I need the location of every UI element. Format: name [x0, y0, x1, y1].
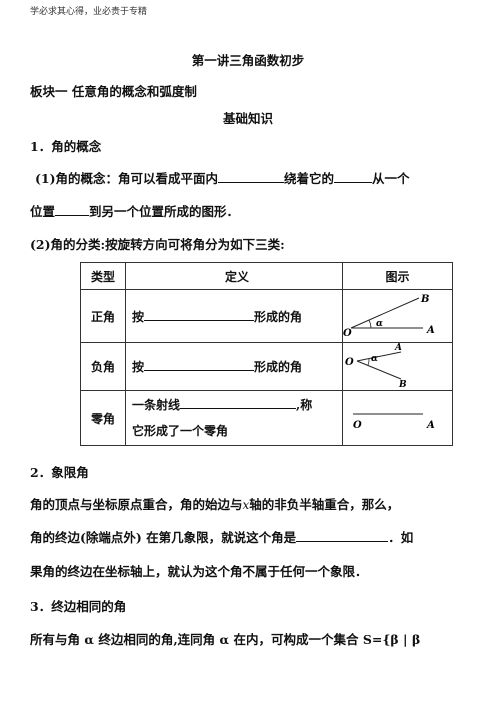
- header-motto: 学必求其心得，业必贵于专精: [30, 7, 148, 17]
- p1-text-c: 从一个: [372, 171, 410, 186]
- positive-angle-figure: O A B α: [342, 289, 453, 343]
- table-row-zero: 零角 一条射线 ,称 它形成了一个零角 O A: [80, 390, 453, 446]
- def-text-b: 形成的角: [254, 309, 303, 324]
- section1-heading: 1．角的概念: [30, 139, 102, 154]
- blank-1: [218, 171, 285, 183]
- zero-angle-diagram: O A: [353, 413, 435, 431]
- blank-quadrant: [296, 530, 389, 542]
- section-subtitle: 基础知识: [222, 111, 273, 126]
- label-A: A: [426, 325, 435, 336]
- p1-text-b: 绕着它的: [284, 171, 335, 186]
- table-row-positive: 正角 按 形成的角 O A B α: [80, 289, 453, 343]
- label-alpha: α: [376, 319, 383, 329]
- quadrant-text-line2: 角的终边(除端点外) 在第几象限，就说这个角是 ．如: [30, 527, 413, 546]
- p1-text-a: (1)角的概念：角可以看成平面内: [35, 171, 219, 186]
- row-definition: 一条射线 ,称 它形成了一个零角: [125, 390, 343, 446]
- blank-2: [334, 171, 373, 183]
- blank-positive: [144, 309, 255, 321]
- section2-heading: 2．象限角: [30, 465, 89, 480]
- negative-angle-figure: O A B α: [342, 342, 453, 391]
- label-B: B: [420, 294, 429, 305]
- module-heading: 板块一 任意角的概念和弧度制: [30, 84, 197, 99]
- label-A: A: [426, 420, 435, 431]
- def-text-a: 按: [132, 309, 145, 324]
- p1-text-d: 位置: [30, 204, 56, 219]
- table-row-negative: 负角 按 形成的角 O A B α: [80, 342, 453, 391]
- def-line1: 一条射线 ,称: [132, 392, 342, 418]
- def-text-b: 形成的角: [254, 360, 303, 374]
- blank-zero: [180, 397, 297, 409]
- header-type: 类型: [80, 262, 126, 290]
- def-line2: 它形成了一个零角: [132, 424, 229, 438]
- row-definition: 按 形成的角: [125, 289, 343, 343]
- label-B: B: [398, 380, 407, 390]
- def-text-a: 一条射线: [132, 398, 181, 412]
- s2-l1-a: 角的顶点与坐标原点重合，角的始边与: [30, 497, 243, 512]
- angle-classification-line: (2)角的分类:按旋转方向可将角分为如下三类:: [30, 237, 285, 252]
- label-O: O: [353, 420, 362, 431]
- zero-angle-figure: O A: [342, 390, 453, 446]
- label-alpha: α: [371, 354, 378, 364]
- page-title: 第一讲三角函数初步: [191, 53, 305, 68]
- s2-l2-b: ．如: [388, 530, 414, 545]
- s2-l1-x: x: [242, 498, 250, 512]
- row-type: 零角: [80, 390, 126, 446]
- header-definition: 定义: [125, 262, 343, 290]
- negative-angle-diagram: O A B α: [345, 343, 407, 390]
- s2-l2-a: 角的终边(除端点外) 在第几象限，就说这个角是: [30, 530, 297, 545]
- def-text-b: ,称: [296, 398, 313, 412]
- table-header-row: 类型 定义 图示: [80, 262, 453, 290]
- angle-definition-line1: (1)角的概念：角可以看成平面内 绕着它的 从一个: [35, 168, 410, 187]
- angle-types-table: 类型 定义 图示 正角 按形成的角 O A B α 负角 按形成的角: [80, 262, 453, 446]
- blank-negative: [144, 359, 255, 371]
- section3-heading: 3．终边相同的角: [30, 599, 127, 614]
- quadrant-text-line1: 角的顶点与坐标原点重合，角的始边与x轴的非负半轴重合，那么，: [30, 494, 399, 513]
- coterminal-text-line1: 所有与角 α 终边相同的角,连同角 α 在内，可构成一个集合 S={β | β: [30, 632, 421, 647]
- p1-text-e: 到另一个位置所成的图形．: [89, 204, 240, 219]
- label-A: A: [394, 343, 402, 353]
- label-O: O: [343, 328, 352, 339]
- row-definition: 按 形成的角: [125, 342, 343, 391]
- row-type: 正角: [80, 289, 126, 343]
- row-type: 负角: [80, 342, 126, 391]
- blank-3: [55, 204, 90, 216]
- s2-l1-b: 轴的非负半轴重合，那么，: [249, 497, 400, 512]
- def-text-a: 按: [132, 360, 145, 374]
- label-O: O: [345, 357, 354, 368]
- quadrant-text-line3: 果角的终边在坐标轴上，就认为这个角不属于任何一个象限．: [30, 564, 368, 579]
- angle-definition-line2: 位置 到另一个位置所成的图形．: [30, 201, 239, 220]
- header-figure: 图示: [342, 262, 453, 290]
- positive-angle-diagram: O A B α: [343, 294, 435, 339]
